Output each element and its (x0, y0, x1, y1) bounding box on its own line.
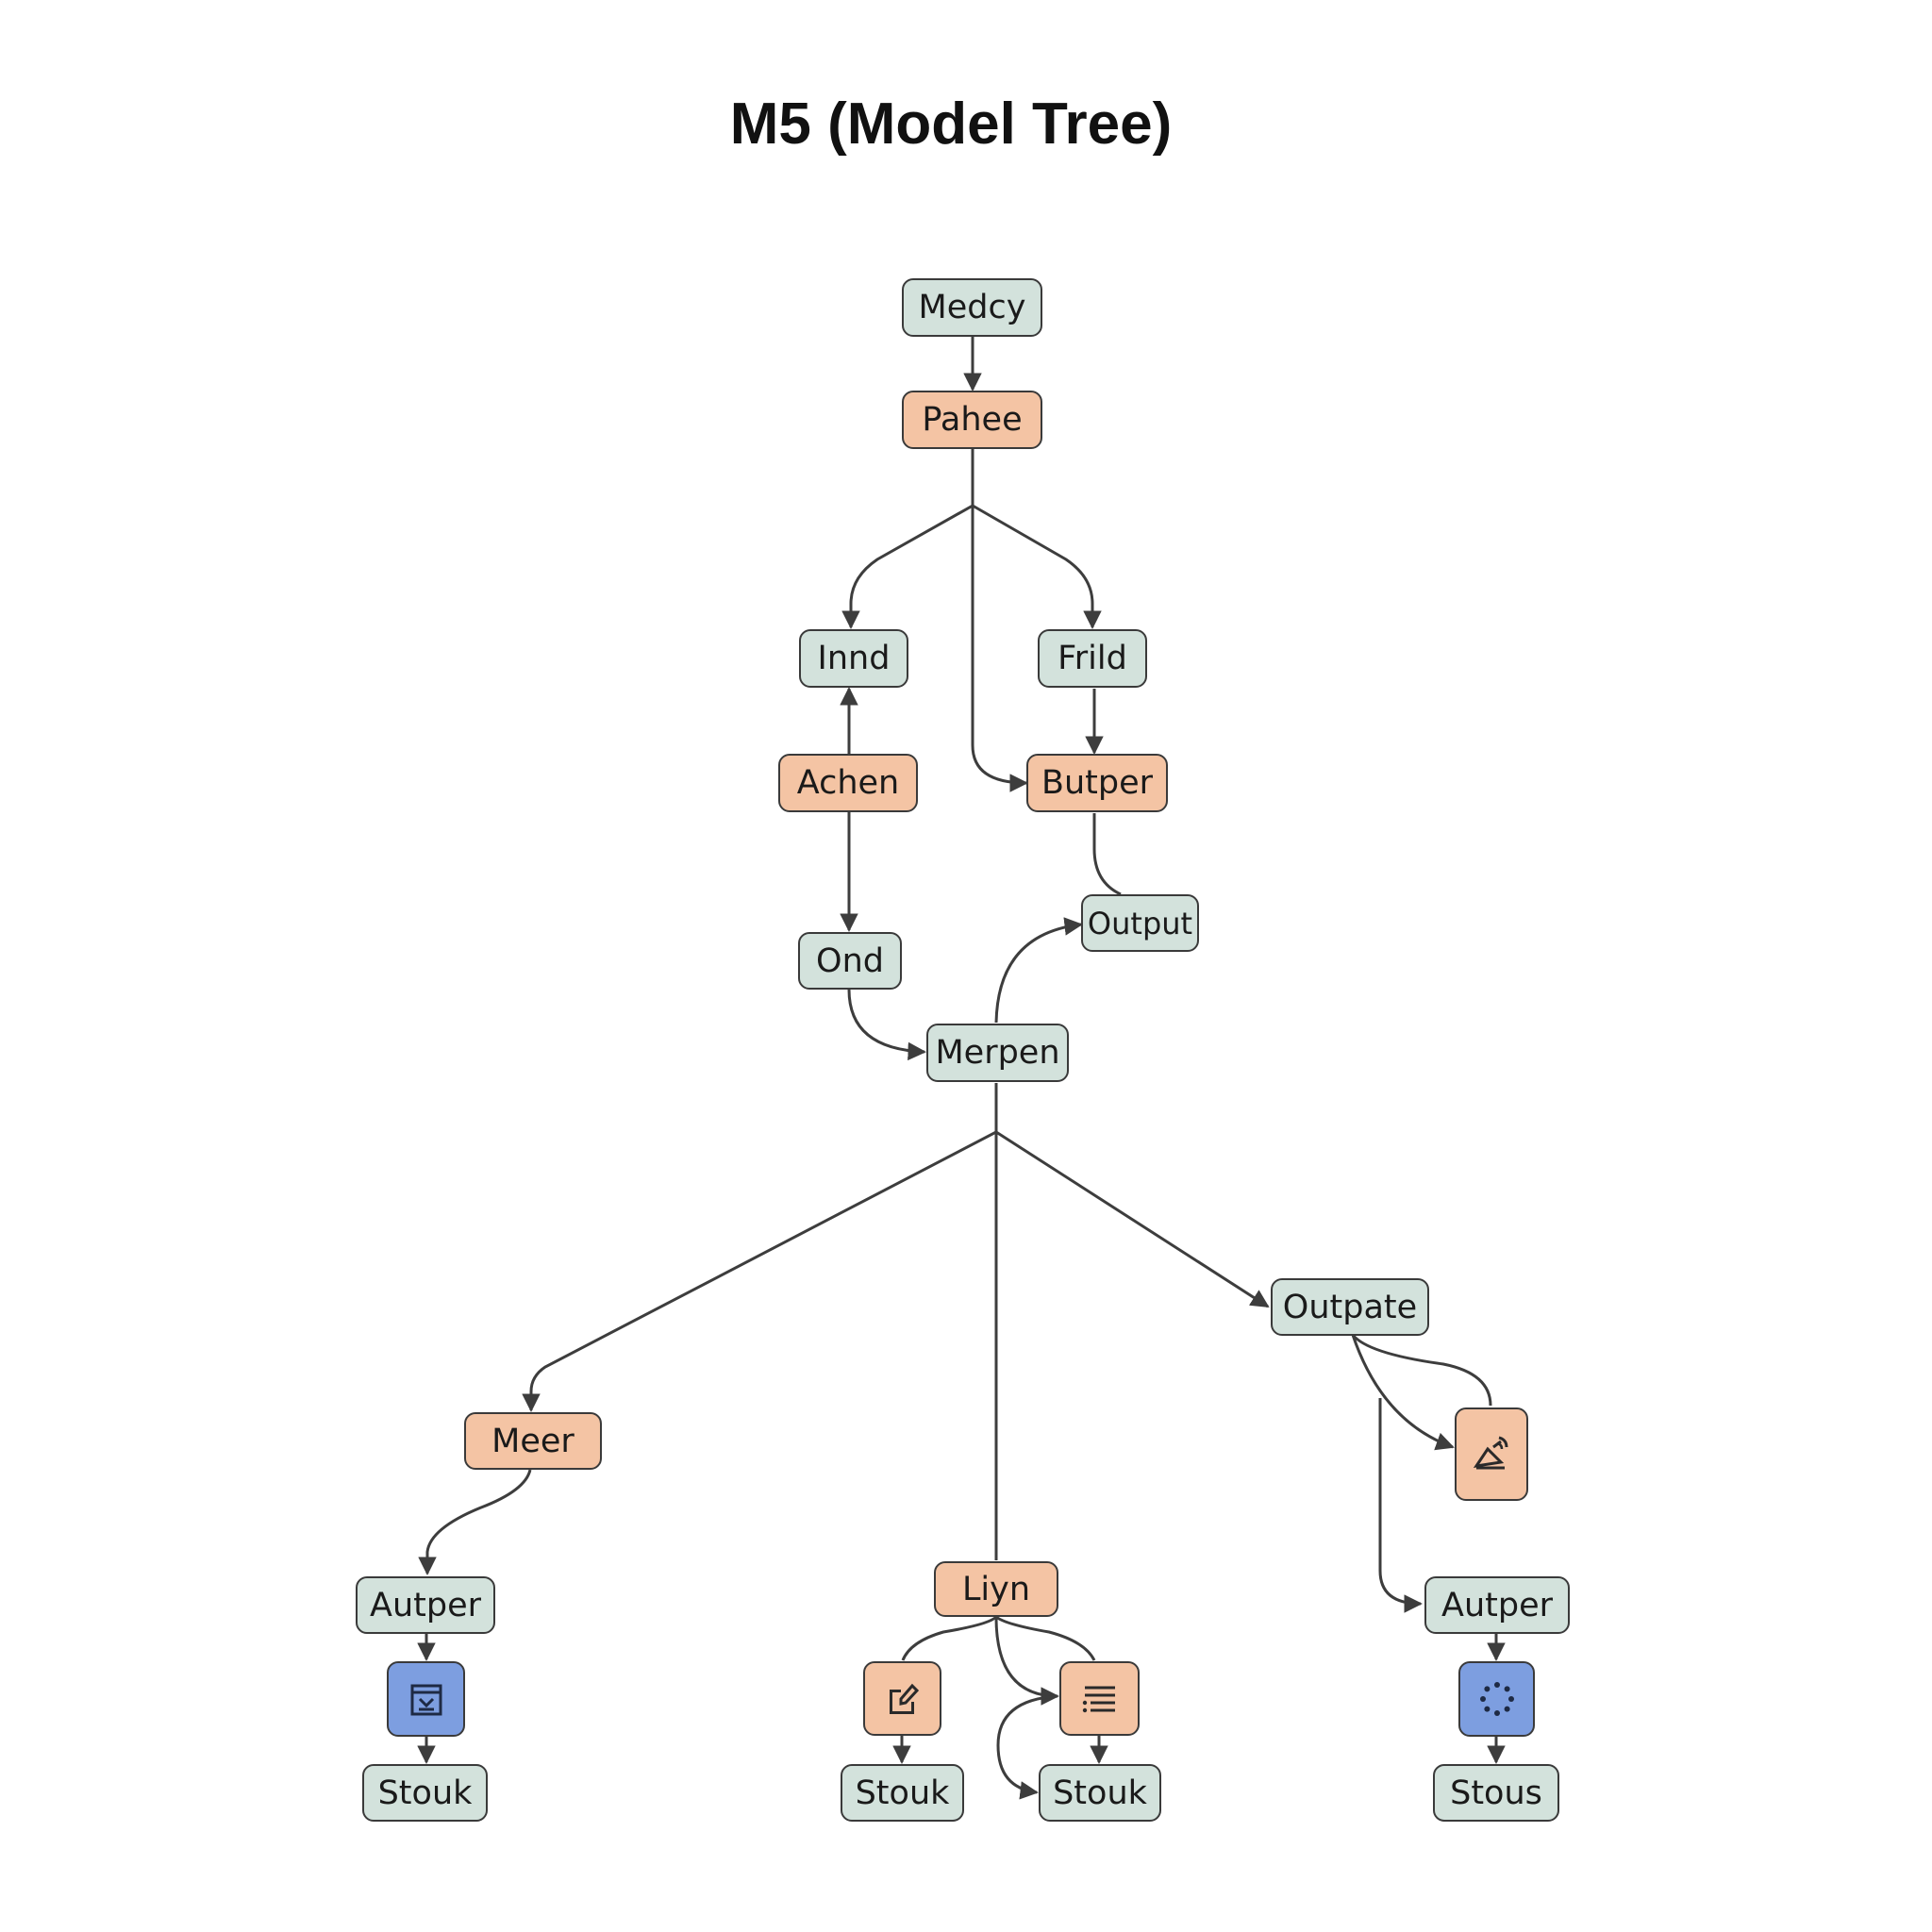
edge-merpen-outpate (995, 1130, 1270, 1308)
node-outpate[interactable]: Outpate (1271, 1278, 1429, 1336)
node-autper-right[interactable]: Autper (1424, 1576, 1570, 1634)
diagram-title: M5 (Model Tree) (729, 92, 1173, 157)
node-medcy[interactable]: Medcy (902, 278, 1042, 337)
node-satellite[interactable] (1455, 1407, 1528, 1501)
edge-list-stouk-loop (996, 1694, 1058, 1800)
node-stous[interactable]: Stous (1433, 1764, 1559, 1822)
node-butper[interactable]: Butper (1026, 754, 1168, 812)
node-autper-left[interactable]: Autper (356, 1576, 495, 1634)
node-pahee[interactable]: Pahee (902, 391, 1042, 449)
satellite-dish-icon (1473, 1436, 1508, 1469)
node-stouk-left[interactable]: Stouk (362, 1764, 488, 1822)
edges (417, 337, 1506, 1800)
edge-pahee-innd (841, 449, 974, 629)
node-liyn[interactable]: Liyn (934, 1561, 1058, 1617)
edge-liyn-list (994, 1616, 1059, 1706)
list-icon (1082, 1686, 1115, 1712)
edge-outpate-signal-upper (1351, 1333, 1492, 1407)
edge-pahee-butper (971, 506, 1028, 792)
node-edit[interactable] (863, 1661, 941, 1736)
edge-ond-merpen (847, 989, 926, 1061)
edge-pahee-frild (972, 504, 1102, 629)
edge-liyn-list-upper (995, 1615, 1096, 1661)
loading-spinner-icon (1479, 1682, 1514, 1716)
node-merpen[interactable]: Merpen (926, 1024, 1069, 1082)
edge-merpen-meer (522, 1083, 998, 1412)
edge-outpate-autper (1378, 1398, 1423, 1613)
node-output[interactable]: Output (1081, 894, 1199, 952)
node-download-box[interactable] (387, 1661, 465, 1737)
node-loader[interactable] (1458, 1661, 1535, 1737)
edge-butper-output (1092, 813, 1122, 896)
edge-merpen-output (994, 917, 1083, 1024)
edge-outpate-signal (1351, 1334, 1455, 1451)
node-stouk-mid-left[interactable]: Stouk (841, 1764, 964, 1822)
download-box-icon (410, 1684, 441, 1716)
node-ond[interactable]: Ond (798, 932, 902, 990)
edit-icon (889, 1683, 919, 1714)
node-achen[interactable]: Achen (778, 754, 918, 812)
node-stouk-mid-right[interactable]: Stouk (1039, 1764, 1161, 1822)
node-list[interactable] (1059, 1661, 1140, 1736)
node-innd[interactable]: Innd (799, 629, 908, 688)
node-frild[interactable]: Frild (1038, 629, 1147, 688)
edge-liyn-edit (901, 1615, 998, 1661)
edge-meer-autper (418, 1469, 532, 1575)
node-meer[interactable]: Meer (464, 1412, 602, 1470)
